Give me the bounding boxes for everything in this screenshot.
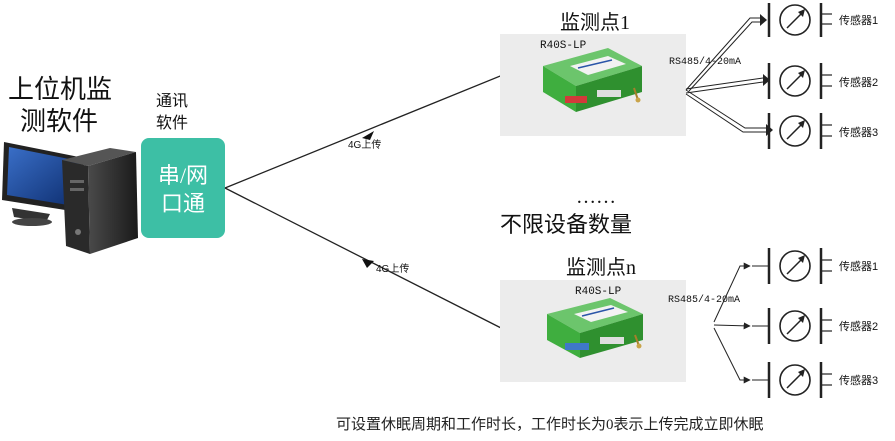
upload-arrow-upper: [362, 131, 374, 140]
uplink-line-upper: [224, 71, 511, 189]
noden-sensor-label-1: 传感器1: [839, 260, 878, 273]
node1-title: 监测点1: [560, 11, 630, 34]
port-label-line2: 口通: [161, 191, 205, 216]
node1-bus-label: RS485/4-20mA: [669, 56, 741, 68]
noden-sensor-gauge-3: [752, 362, 832, 398]
middle-ellipsis: ……: [576, 186, 616, 208]
port-box: [141, 138, 225, 238]
upload-arrow-lower: [362, 259, 374, 268]
noden-device-label: R40S-LP: [575, 286, 622, 298]
node1-sensor-gauge-2: [767, 63, 832, 99]
node1-sensor-gauge-3: [767, 113, 832, 149]
host-title-line2: 测软件: [20, 107, 98, 136]
uplink-line-lower: [224, 187, 506, 331]
noden-wiring: [713, 262, 751, 384]
comm-label-line2: 软件: [156, 114, 188, 132]
noden-sensor-label-3: 传感器3: [839, 374, 878, 387]
node1-sensor-label-3: 传感器3: [839, 126, 878, 139]
node1-sensor-label-1: 传感器1: [839, 14, 878, 27]
comm-label-line1: 通讯: [156, 92, 188, 110]
host-title-line1: 上位机监: [8, 75, 112, 104]
noden-title: 监测点n: [566, 256, 636, 279]
node1-device-icon: [543, 48, 642, 112]
node1-wiring: [685, 17, 766, 133]
node1-device-label: R40S-LP: [540, 40, 587, 52]
noden-device-icon: [547, 298, 643, 358]
unlimited-devices-text: 不限设备数量: [500, 212, 632, 237]
footer-note: 可设置休眠周期和工作时长，工作时长为0表示上传完成立即休眠: [336, 416, 764, 433]
port-label-line1: 串/网: [158, 163, 208, 188]
noden-sensor-gauge-2: [752, 308, 832, 344]
noden-bus-label: RS485/4-20mA: [668, 294, 740, 306]
node1-sensor-label-2: 传感器2: [839, 76, 878, 89]
noden-sensor-label-2: 传感器2: [839, 320, 878, 333]
uplink-label-upper: 4G上传: [348, 139, 381, 151]
computer-icon: [2, 142, 138, 254]
noden-sensor-gauge-1: [752, 248, 832, 284]
uplink-label-lower: 4G上传: [376, 263, 409, 275]
node1-sensor-gauge-1: [767, 3, 832, 37]
